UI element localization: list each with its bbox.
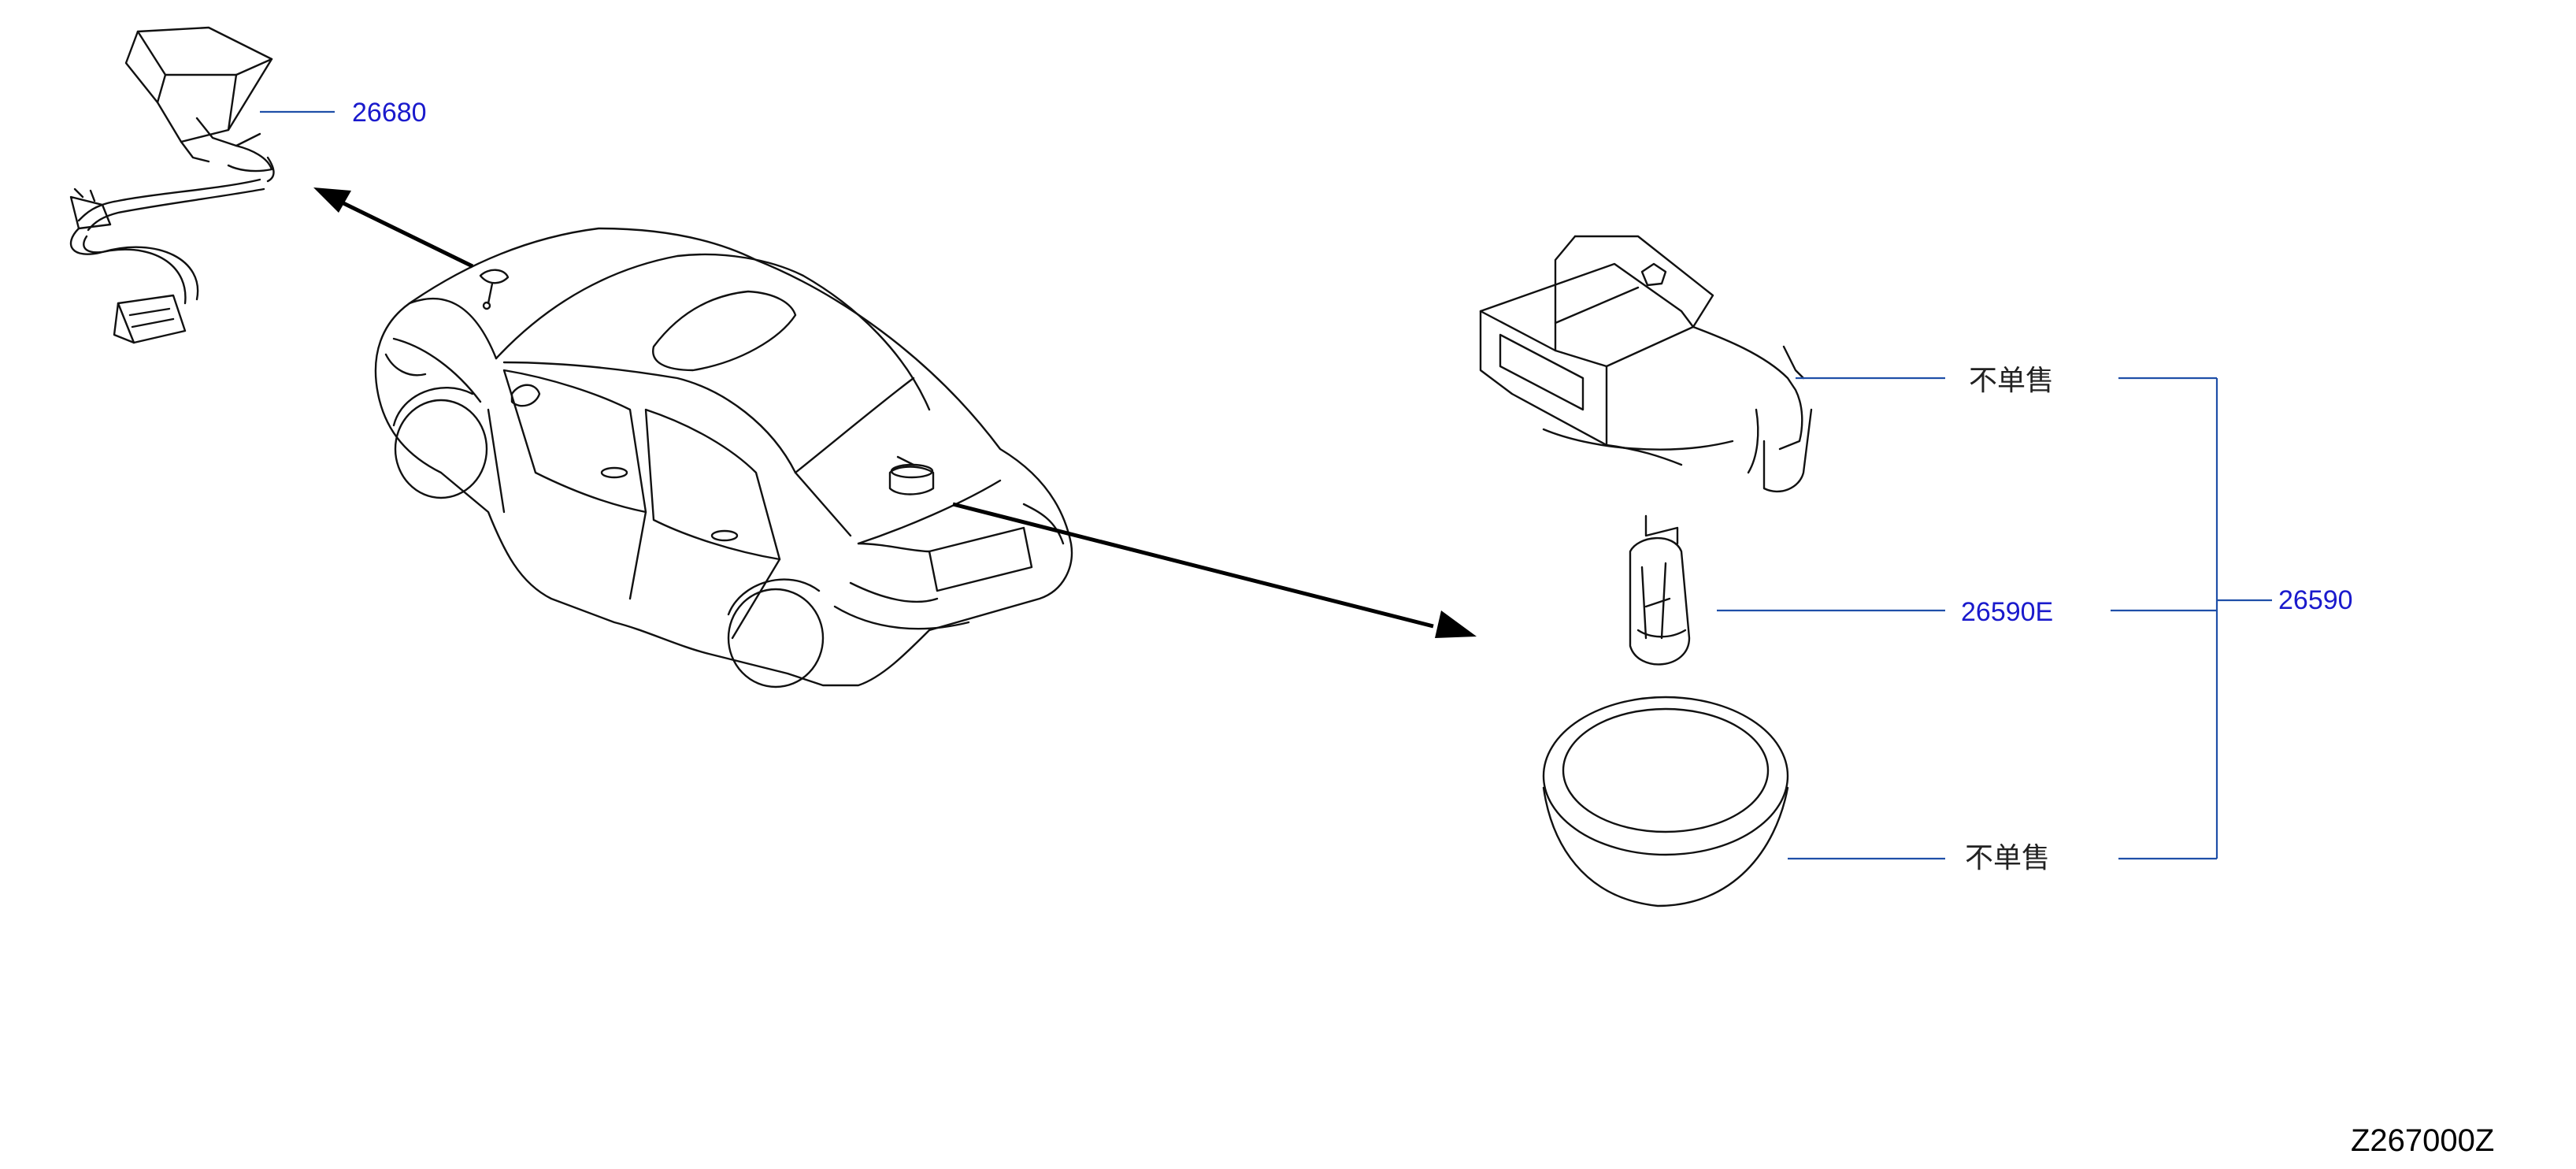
part-number-26590[interactable]: 26590	[2278, 585, 2353, 615]
diagram-code: Z267000Z	[2351, 1123, 2495, 1158]
lens-cover-illustration	[1542, 696, 1789, 907]
part-number-26590E[interactable]: 26590E	[1961, 597, 2054, 627]
bulb-26590E-illustration	[1629, 514, 1691, 666]
arrow-to-26680	[313, 187, 474, 269]
vehicle-illustration	[374, 227, 1073, 688]
not-sold-separately-lens: 不单售	[1965, 842, 2051, 874]
not-sold-separately-housing: 不单售	[1969, 365, 2055, 397]
part-number-26680[interactable]: 26680	[352, 98, 427, 128]
lamp-housing-illustration	[1479, 235, 1813, 493]
leader-lines	[260, 110, 2272, 860]
sensor-26680-illustration	[69, 26, 275, 344]
arrow-to-lamp	[952, 502, 1477, 638]
